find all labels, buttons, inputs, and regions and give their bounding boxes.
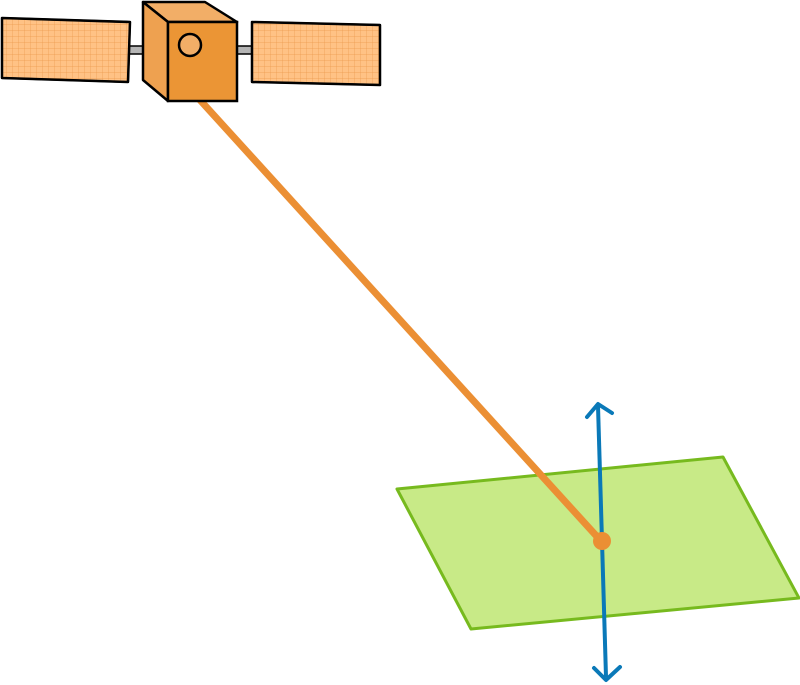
surface-normal-axis-lower	[600, 540, 608, 678]
down-arrowhead-icon	[592, 665, 622, 682]
target-point	[593, 532, 611, 550]
up-arrowhead-icon	[585, 402, 614, 419]
line-of-sight	[196, 96, 605, 545]
surface-normal-axis-upper	[596, 405, 604, 542]
sensor-lens-icon	[177, 32, 203, 58]
satellite-icon	[0, 0, 382, 103]
satellite-body-front	[166, 20, 239, 103]
